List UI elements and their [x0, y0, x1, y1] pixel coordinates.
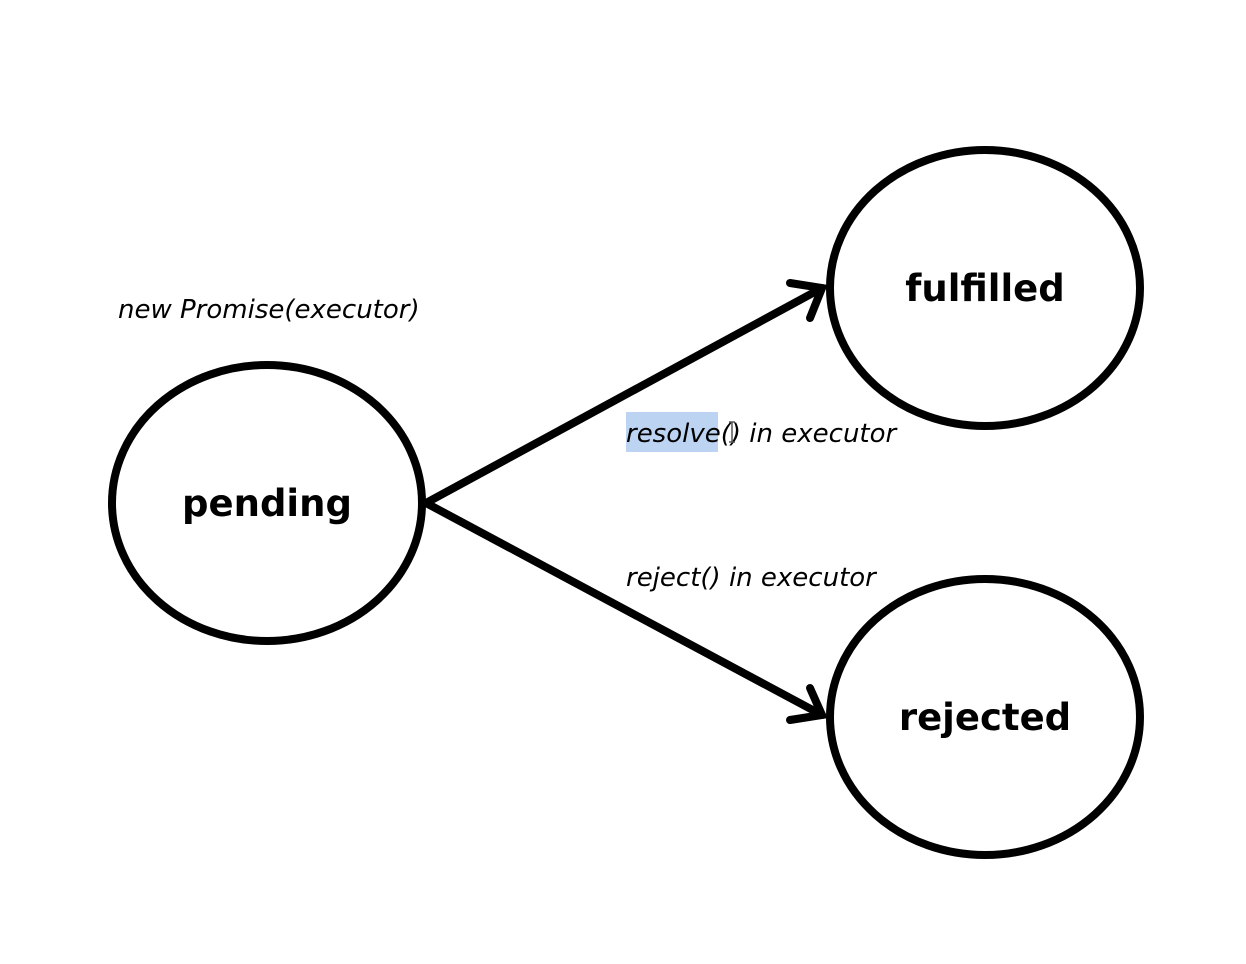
pending-label: pending — [182, 482, 352, 525]
state-fulfilled: fulfilled — [826, 146, 1144, 430]
text-cursor-icon — [729, 421, 735, 443]
resolve-edge — [422, 284, 826, 507]
state-pending: pending — [108, 361, 426, 645]
reject-edge-label: reject() in executor — [626, 563, 878, 593]
pending-node — [108, 361, 426, 645]
rejected-label: rejected — [899, 696, 1071, 739]
new-promise-label: new Promise(executor) — [118, 295, 420, 325]
fulfilled-label: fulfilled — [905, 267, 1065, 310]
reject-edge — [422, 499, 826, 719]
rejected-node — [826, 575, 1144, 859]
resolve-rest-text: in executor — [741, 419, 898, 449]
fulfilled-node — [826, 146, 1144, 430]
resolve-arrowhead — [786, 279, 828, 322]
resolve-selection-highlight — [626, 412, 718, 452]
reject-arrowhead — [786, 684, 828, 724]
resolve-call-text: resolve() — [626, 419, 741, 449]
state-rejected: rejected — [826, 575, 1144, 859]
resolve-edge-label: resolve() in executor — [626, 419, 899, 449]
